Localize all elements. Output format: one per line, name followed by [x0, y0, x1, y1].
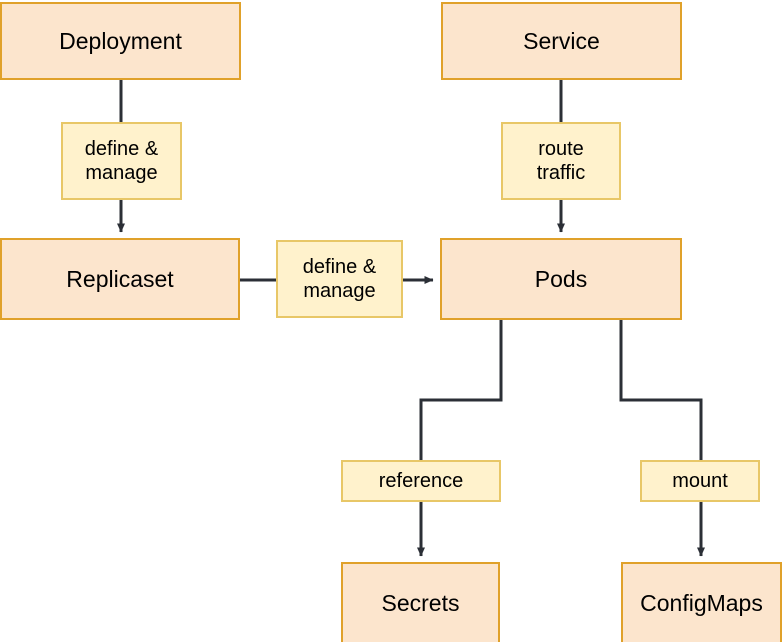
node-service-label: Service	[523, 27, 600, 54]
edge-label-define-manage-2[interactable]: define & manage	[276, 240, 403, 318]
node-replicaset[interactable]: Replicaset	[0, 238, 240, 320]
edge-label-reference[interactable]: reference	[341, 460, 501, 502]
edge-pods-to-configmaps-elbow	[619, 320, 703, 460]
node-deployment-label: Deployment	[59, 27, 182, 54]
node-secrets[interactable]: Secrets	[341, 562, 500, 642]
edge-pods-to-secrets-elbow	[419, 320, 503, 460]
edge-label-mount[interactable]: mount	[640, 460, 760, 502]
node-configmaps[interactable]: ConfigMaps	[621, 562, 782, 642]
node-pods-label: Pods	[534, 265, 588, 292]
edge-label-define-manage-1-text: define & manage	[84, 138, 159, 184]
edge-label-define-manage-2-text: define & manage	[302, 256, 377, 302]
edge-label-define-manage-1[interactable]: define & manage	[61, 122, 182, 200]
node-replicaset-label: Replicaset	[66, 265, 174, 292]
node-service[interactable]: Service	[441, 2, 682, 80]
edge-label-mount-text: mount	[672, 470, 728, 492]
node-secrets-label: Secrets	[381, 589, 460, 616]
node-configmaps-label: ConfigMaps	[640, 589, 763, 616]
edge-label-reference-text: reference	[378, 470, 464, 492]
node-deployment[interactable]: Deployment	[0, 2, 241, 80]
edge-label-route-traffic-text: route traffic	[536, 138, 586, 184]
edge-label-route-traffic[interactable]: route traffic	[501, 122, 621, 200]
node-pods[interactable]: Pods	[440, 238, 682, 320]
